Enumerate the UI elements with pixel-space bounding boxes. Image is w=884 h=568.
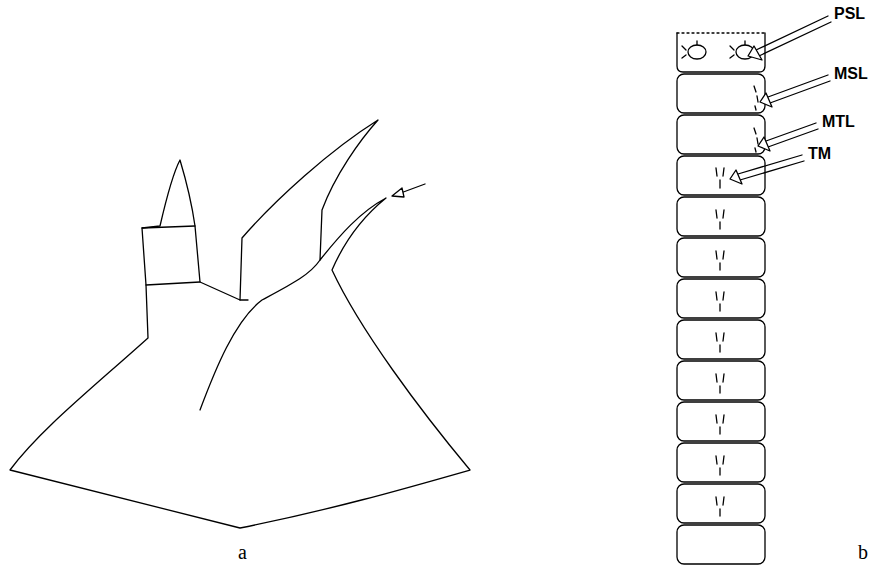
- leader-arrow: [730, 16, 831, 184]
- larva-body: [677, 33, 765, 564]
- inner-ridge: [200, 260, 320, 410]
- part-label: TM: [808, 146, 831, 162]
- tooth-joint: [142, 226, 195, 228]
- mandible-outline: [10, 120, 470, 528]
- part-label: PSL: [834, 6, 865, 22]
- panel-label: a: [238, 542, 247, 562]
- part-label: MTL: [822, 114, 855, 130]
- panel-label: b: [858, 542, 868, 562]
- inner-ridge: [240, 299, 248, 300]
- tooth-base: [146, 282, 200, 285]
- part-label: MSL: [834, 66, 868, 82]
- pointer-arrowhead: [392, 188, 404, 197]
